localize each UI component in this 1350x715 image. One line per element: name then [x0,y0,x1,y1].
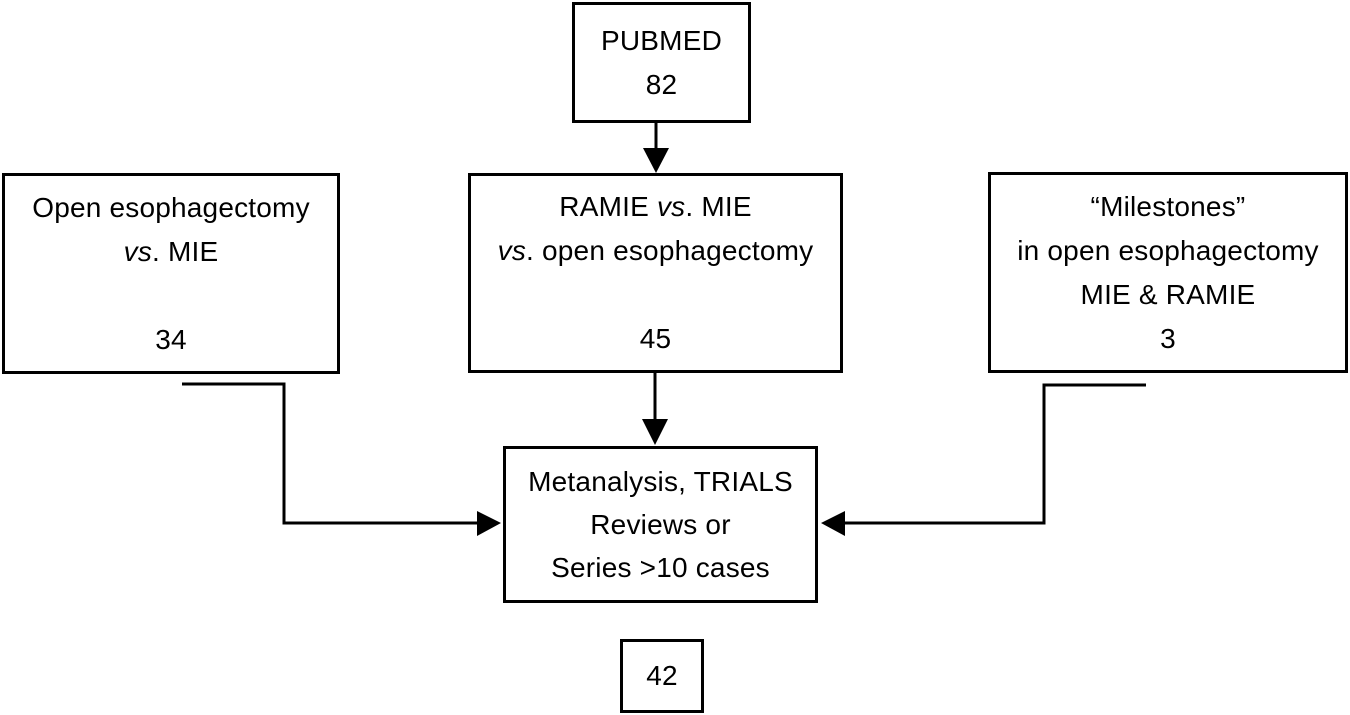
text-line: vs. open esophagectomy [497,235,814,266]
pubmed-box: PUBMED 82 [572,2,751,123]
text-line: vs. MIE [123,235,219,267]
text-line: 3 [1160,322,1176,354]
text-line: in open esophagectomy [1017,234,1319,266]
text-line: 34 [155,323,187,355]
text-line: Metanalysis, TRIALS [528,466,793,497]
text-line: Series >10 cases [551,552,770,583]
arrow-left-to-selection [182,382,501,536]
arrow-right-to-selection [821,383,1146,536]
text-line: “Milestones” [1090,190,1246,222]
text-line: PUBMED [601,24,722,56]
text-line: 82 [645,68,678,100]
open-vs-mie-box: Open esophagectomy vs. MIE 34 [2,173,340,374]
arrow-central-to-selection [642,373,668,445]
text-line: 42 [646,660,678,691]
text-line: Open esophagectomy [32,191,310,223]
arrow-pubmed-to-central [643,122,669,173]
text-line: Reviews or [590,509,731,540]
ramie-vs-mie-vs-open-box: RAMIE vs. MIE vs. open esophagectomy 45 [468,173,843,373]
text-line: RAMIE vs. MIE [559,191,752,222]
text-line: MIE & RAMIE [1080,278,1256,310]
text-line: 45 [639,323,672,354]
selection-criteria-box: Metanalysis, TRIALS Reviews or Series >10 … [503,446,818,603]
final-count-box: 42 [620,639,704,713]
